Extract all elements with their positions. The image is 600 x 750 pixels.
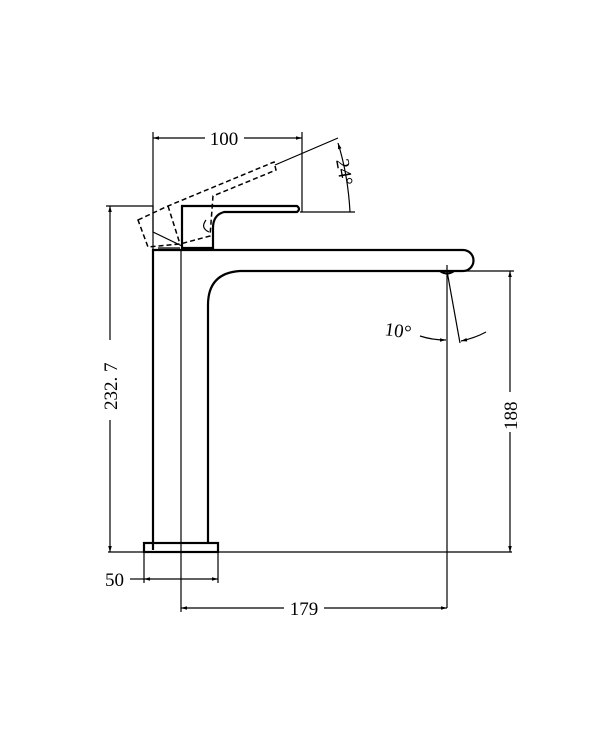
dimension-label-179: 179 — [290, 599, 319, 620]
handle-rotated-outline — [137, 160, 277, 248]
dimension-handle-angle: 24° — [274, 137, 356, 213]
dimension-spout-angle: 10° — [383, 265, 487, 608]
faucet-body — [142, 248, 475, 554]
dimension-handle-length: 100 — [152, 129, 303, 250]
dimension-label-10deg: 10° — [383, 319, 412, 343]
dimension-spout-reach: 179 — [180, 543, 447, 620]
dimension-label-100: 100 — [210, 129, 239, 150]
dimension-total-height: 232. 7 — [101, 205, 153, 552]
dimension-base-diameter: 50 — [105, 552, 219, 591]
dimension-label-24deg: 24° — [331, 157, 356, 187]
dimension-spout-height: 188 — [447, 270, 522, 552]
dimension-label-50: 50 — [105, 570, 124, 591]
dimension-label-188: 188 — [501, 402, 522, 431]
handle — [152, 204, 301, 250]
dimension-label-232-7: 232. 7 — [101, 363, 122, 411]
